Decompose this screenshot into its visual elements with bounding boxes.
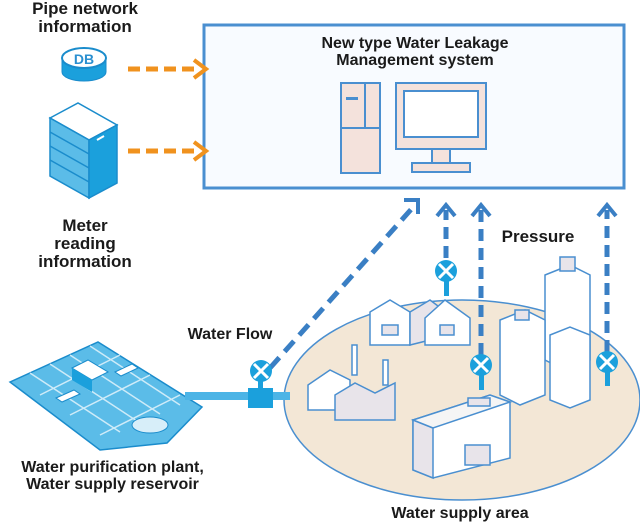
pressure-label: Pressure	[501, 227, 575, 246]
meter-reading-label-line2: reading	[54, 233, 116, 253]
office-building-icon	[410, 394, 513, 480]
pressure-arrow-1	[435, 201, 457, 258]
pipe-network-label: Pipe network information	[0, 0, 170, 36]
db-label: DB	[74, 51, 94, 67]
factory-icon	[307, 344, 396, 421]
purification-plant-icon	[8, 341, 204, 451]
orange-arrow-meter	[128, 140, 210, 162]
system-title-line1: New type Water Leakage	[321, 35, 509, 52]
pressure-arrow-3	[596, 201, 618, 352]
pressure-sensor-1-icon[interactable]	[435, 260, 457, 296]
plant-label: Water purification plant, Water supply r…	[0, 459, 225, 494]
pipe-network-label-line1: Pipe network	[32, 0, 138, 18]
system-title-line2: Management system	[336, 51, 494, 69]
meter-reading-label-line3: information	[38, 251, 132, 271]
water-flow-label: Water Flow	[187, 326, 273, 343]
houses-icon	[369, 299, 471, 346]
plant-label-line2: Water supply reservoir	[26, 475, 199, 493]
monitor-icon	[395, 82, 487, 173]
pressure-sensor-2-icon[interactable]	[470, 354, 492, 390]
pc-tower-icon	[340, 82, 381, 174]
server-icon	[48, 102, 119, 200]
database-icon: DB	[61, 47, 107, 82]
meter-reading-label-line1: Meter	[62, 216, 108, 235]
pressure-sensor-3-icon[interactable]	[596, 351, 618, 386]
water-pipe	[185, 392, 290, 400]
flow-sensor-icon[interactable]	[248, 360, 273, 408]
pressure-arrow-2	[470, 201, 492, 355]
plant-label-line1: Water purification plant,	[21, 459, 204, 476]
water-supply-area-label: Water supply area	[391, 505, 529, 522]
meter-reading-label: Meter reading information	[25, 217, 145, 271]
flow-dashed-arrow	[268, 198, 420, 370]
tower-buildings-icon	[499, 256, 591, 409]
pipe-network-label-line2: information	[38, 16, 132, 36]
orange-arrow-db	[128, 58, 210, 80]
system-title: New type Water Leakage Management system	[260, 35, 570, 70]
